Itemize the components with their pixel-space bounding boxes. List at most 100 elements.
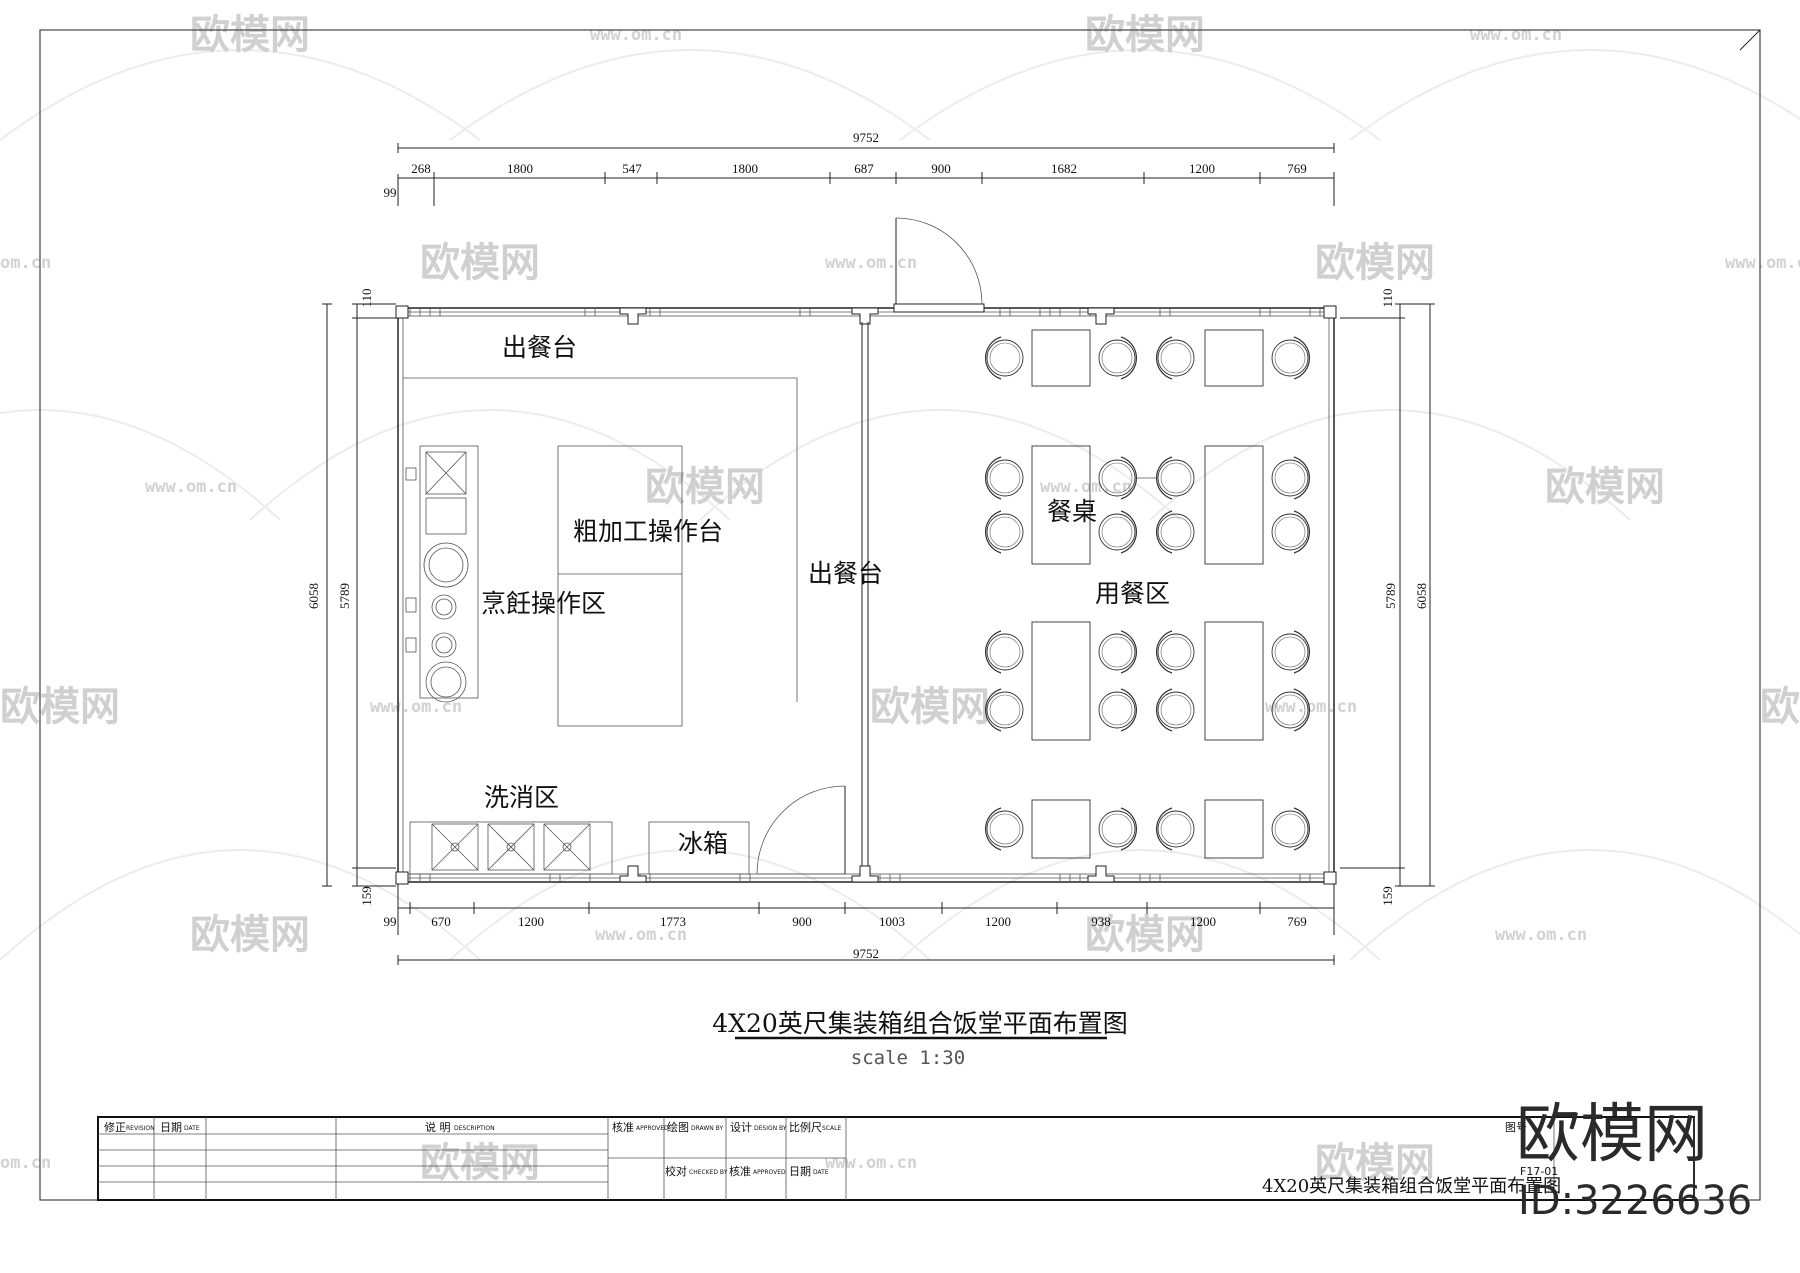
watermark-url: www.om.cn (1725, 253, 1800, 273)
kitchen-fixtures (403, 377, 798, 875)
tb-date: 日期 (160, 1121, 182, 1134)
right-dimension-chain: 5789 6058 110 159 (1340, 288, 1435, 906)
watermark-brand: 欧模网 (1760, 684, 1800, 730)
dining-chair (1271, 807, 1310, 851)
dim-right-top: 110 (1380, 288, 1395, 307)
dining-chair (1156, 688, 1195, 732)
dining-chair (1098, 630, 1137, 674)
tb-approved2: 核准 (729, 1164, 751, 1178)
watermark-brand: 欧模网 (1085, 912, 1205, 958)
dining-chair (1271, 630, 1310, 674)
dim-top-seg: 687 (854, 161, 874, 176)
dim-bottom-seg: 99 (384, 914, 397, 929)
wash-sinks (409, 821, 613, 875)
watermark-brand: 欧模网 (190, 912, 310, 958)
watermark-url: www.om.cn (595, 925, 687, 945)
dining-table (1031, 329, 1091, 387)
watermark-url: www.om.cn (1470, 25, 1562, 45)
dim-bottom-seg: 900 (792, 914, 812, 929)
dining-furniture (985, 329, 1310, 859)
dim-top-seg: 1800 (507, 161, 533, 176)
dim-left-inner: 5789 (337, 583, 352, 609)
label-serving-counter-top: 出餐台 (502, 333, 577, 362)
dining-chair (1156, 630, 1195, 674)
tb-drawn-en: DRAWN BY (691, 1125, 723, 1132)
corner-id: ID:3226636 (1518, 1178, 1752, 1224)
watermark-brand: 欧模网 (1315, 1140, 1435, 1186)
tb-description-en: DESCRIPTION (454, 1125, 495, 1132)
tb-drawing-no-label: 图号 (1505, 1121, 1527, 1134)
tb-date2: 日期 (789, 1165, 811, 1178)
watermark-arcs (0, 49, 1800, 961)
dining-table (1031, 799, 1091, 859)
label-prep-table: 粗加工操作台 (573, 517, 723, 546)
watermark-url: www.om.cn (145, 477, 237, 497)
dining-chair (985, 510, 1024, 554)
watermark-url: om.cn (0, 253, 51, 273)
building-shell (395, 305, 1337, 885)
dining-table (1204, 329, 1264, 387)
dining-chair (1098, 336, 1137, 380)
label-wash-area: 洗消区 (484, 783, 559, 812)
watermark-brand: 欧模网 (0, 684, 120, 730)
tb-design: 设计 (730, 1121, 752, 1134)
tb-checked: 校对 (665, 1164, 687, 1178)
label-dining-area: 用餐区 (1095, 579, 1170, 608)
dim-right-bottom: 159 (1380, 886, 1395, 906)
dining-table (1031, 445, 1091, 565)
dining-table (1204, 799, 1264, 859)
watermark-brand: 欧模网 (1085, 12, 1205, 58)
dining-chair (1098, 688, 1137, 732)
dim-bottom-total: 9752 (853, 946, 879, 961)
drawing-scale: scale 1:30 (851, 1047, 965, 1069)
watermark-brand: 欧模网 (420, 1140, 540, 1186)
dim-left-bottom: 159 (359, 886, 374, 906)
dim-bottom-seg: 769 (1287, 914, 1307, 929)
corner-brand: 欧模网 (1516, 1098, 1708, 1172)
tb-drawn: 绘图 (667, 1120, 689, 1134)
dim-left-top: 110 (359, 288, 374, 307)
dim-bottom-seg: 1773 (660, 914, 686, 929)
dim-bottom-seg: 1200 (1190, 914, 1216, 929)
watermark-brand: 欧模网 (190, 12, 310, 58)
dim-top-seg: 1800 (732, 161, 758, 176)
title-block: 修正 REVISION 日期 DATE 说 明 DESCRIPTION 核准 A… (97, 1116, 1695, 1201)
dining-chair (985, 807, 1024, 851)
room-labels: 出餐台 粗加工操作台 烹飪操作区 出餐台 洗消区 冰箱 餐桌 用餐区 (481, 333, 1170, 858)
dim-right-outer: 6058 (1414, 583, 1429, 609)
cooking-line (419, 445, 479, 699)
kitchen-door (756, 785, 846, 875)
watermark-url: www.om.cn (590, 25, 682, 45)
dim-right-inner: 5789 (1383, 583, 1398, 609)
watermark-url: www.om.cn (1495, 925, 1587, 945)
watermark-url: www.om.cn (1040, 477, 1132, 497)
dining-table (1031, 621, 1091, 741)
dim-top-seg: 1682 (1051, 161, 1077, 176)
tb-revision: 修正 (104, 1120, 126, 1134)
dining-chair (1156, 510, 1195, 554)
label-fridge: 冰箱 (678, 829, 728, 858)
dim-bottom-seg: 1200 (518, 914, 544, 929)
tb-description: 说 明 (425, 1120, 451, 1134)
dim-top-seg: 268 (411, 161, 431, 176)
left-dimension-chain: 6058 5789 110 159 (306, 288, 396, 906)
dining-chair (1271, 336, 1310, 380)
dim-top-seg: 99 (384, 185, 397, 200)
sheet-corner-tick (1739, 29, 1761, 51)
tb-checked-en: CHECKED BY (689, 1169, 728, 1176)
dining-chair (1098, 510, 1137, 554)
dining-chair (1271, 456, 1310, 500)
dining-chair (985, 456, 1024, 500)
bottom-dimension-chain: 99 670 1200 1773 900 1003 1200 938 1200 … (384, 880, 1335, 965)
entrance-door (893, 217, 985, 313)
dim-bottom-seg: 1200 (985, 914, 1011, 929)
dim-top-seg: 900 (931, 161, 951, 176)
watermark-url: om.cn (0, 1153, 51, 1173)
top-dimension-chain: 9752 99 268 1800 547 1800 687 900 1682 1… (384, 130, 1335, 206)
tb-date-en: DATE (184, 1125, 200, 1132)
dim-bottom-seg: 938 (1091, 914, 1111, 929)
dim-top-seg: 769 (1287, 161, 1307, 176)
tb-project-name: 4X20英尺集装箱组合饭堂平面布置图 (1262, 1176, 1561, 1197)
watermark-url: www.om.cn (825, 1153, 917, 1173)
